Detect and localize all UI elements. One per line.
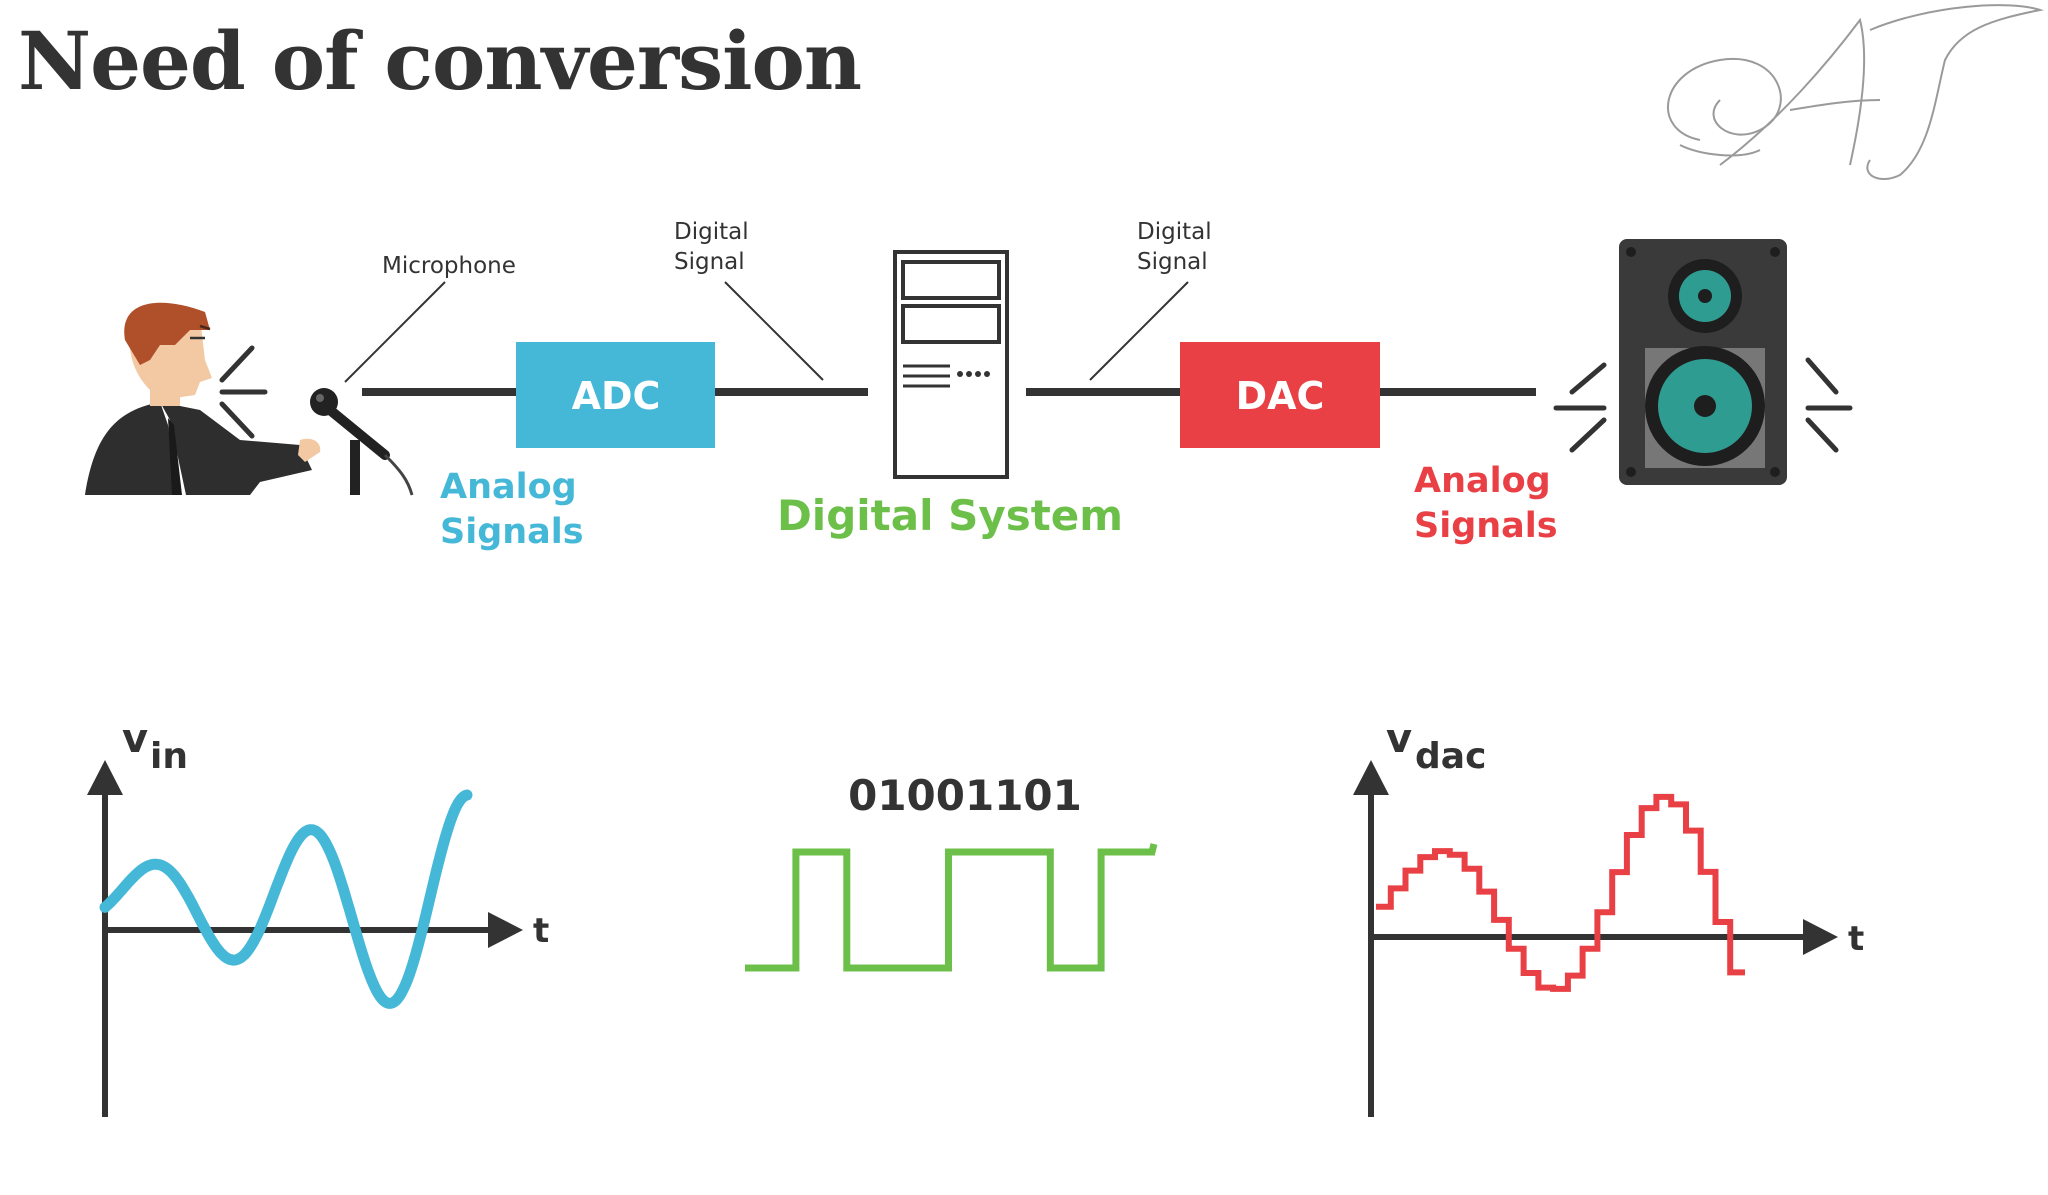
speaker-icon [1619,239,1787,485]
digital-bits-label: 01001101 [848,771,1082,820]
microphone-icon [310,388,414,496]
analog-signals-right-line2: Signals [1414,506,1558,546]
signature-logo [1666,4,2044,180]
dac-block [1180,342,1380,448]
dac-label: DAC [1236,374,1325,418]
digital-signal-right-line2: Signal [1137,249,1208,275]
person-speaking-illustration [85,302,321,495]
digital-signal-graph: 01001101 [745,771,1158,972]
vdac-x-label: t [1848,919,1864,959]
digital-signal-left-line1: Digital [674,219,749,245]
digital-signal-left-pointer [724,281,824,381]
analog-signals-left-line1: Analog [440,467,577,507]
vdac-y-axis-arrow [1353,760,1389,795]
vin-label-main: v [122,716,148,762]
adc-block [516,342,715,448]
sound-waves-left-icon [219,345,268,439]
digital-signal-right-line1: Digital [1137,219,1212,245]
microphone-pointer-line [344,281,446,383]
vdac-label-sub: dac [1415,736,1486,777]
analog-signals-left-line2: Signals [440,512,584,552]
computer-tower-icon [893,250,1009,479]
vin-y-axis-arrow [87,760,123,795]
digital-signal-left-line2: Signal [674,249,745,275]
dac-output-staircase [1376,793,1745,992]
analog-input-graph: v in t [87,716,549,1117]
sound-waves-right-icon [1553,357,1853,453]
digital-waveform [745,843,1158,972]
vin-label-sub: in [150,736,188,777]
slide-title: Need of conversion [18,14,862,108]
analog-signals-right-line1: Analog [1414,461,1551,501]
digital-system-label: Digital System [777,491,1123,540]
digital-signal-right-pointer [1089,281,1189,381]
vdac-label-main: v [1386,716,1412,762]
analog-input-waveform [99,789,473,1009]
microphone-label: Microphone [382,253,516,279]
vin-x-axis-arrow [488,912,523,948]
dac-output-graph: v dac t [1353,716,1864,1117]
adc-label: ADC [572,374,661,418]
vdac-x-axis-arrow [1803,919,1838,955]
vin-x-label: t [533,911,549,951]
